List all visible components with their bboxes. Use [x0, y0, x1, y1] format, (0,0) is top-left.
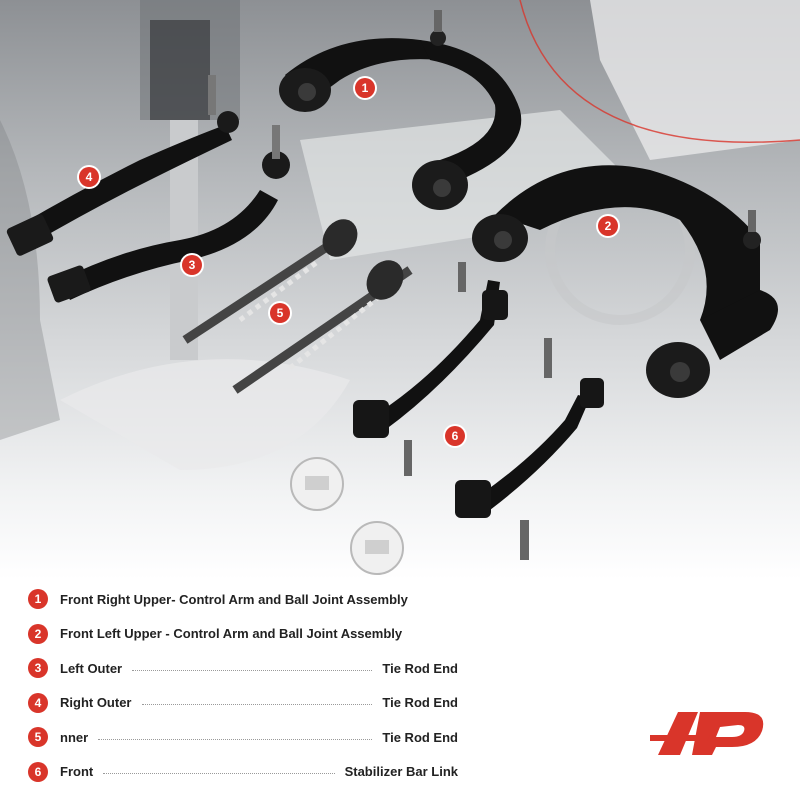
legend-label: nner	[60, 729, 89, 745]
product-photo: 1 2 3 4 5 6	[0, 0, 800, 580]
callout-3: 3	[182, 255, 202, 275]
legend-value: Tie Rod End	[382, 660, 458, 676]
tie-rod-end-3	[47, 125, 290, 303]
legend-label: Right Outer	[60, 695, 132, 711]
brand-logo-icon	[650, 712, 764, 755]
legend-row-2: 2 Front Left Upper - Control Arm and Bal…	[28, 617, 458, 652]
legend-number: 3	[28, 658, 48, 679]
upper-control-arm-2	[472, 165, 778, 398]
stabilizer-links-6	[353, 262, 604, 560]
washers	[290, 457, 404, 575]
legend-row-1: 1 Front Right Upper- Control Arm and Bal…	[28, 582, 458, 617]
parts-legend: 1 Front Right Upper- Control Arm and Bal…	[28, 582, 458, 789]
callout-1: 1	[355, 78, 375, 98]
callout-5: 5	[270, 303, 290, 323]
legend-number: 2	[28, 623, 48, 644]
legend-value: Tie Rod End	[382, 729, 458, 745]
legend-number: 5	[28, 727, 48, 748]
dotted-leader	[103, 773, 335, 775]
legend-number: 6	[28, 761, 48, 782]
dotted-leader	[141, 704, 373, 706]
upper-control-arm-1	[279, 10, 522, 210]
legend-label: Front	[60, 764, 94, 780]
inner-tie-rods-5	[182, 219, 413, 394]
legend-row-5: 5 nner Tie Rod End	[28, 720, 458, 755]
legend-number: 1	[28, 589, 48, 610]
legend-row-3: 3 Left Outer Tie Rod End	[28, 651, 458, 686]
tie-rod-end-4	[6, 75, 239, 256]
legend-number: 4	[28, 692, 48, 713]
legend-row-6: 6 Front Stabilizer Bar Link	[28, 755, 458, 790]
legend-text: Front Right Upper- Control Arm and Ball …	[60, 591, 408, 607]
legend-row-4: 4 Right Outer Tie Rod End	[28, 686, 458, 721]
legend-label: Left Outer	[60, 660, 123, 676]
callout-2: 2	[598, 216, 618, 236]
dotted-leader	[98, 738, 373, 740]
legend-value: Stabilizer Bar Link	[344, 764, 458, 780]
dotted-leader	[132, 669, 373, 671]
legend-text: Front Left Upper - Control Arm and Ball …	[60, 626, 403, 642]
callout-6: 6	[445, 426, 465, 446]
callout-4: 4	[79, 167, 99, 187]
legend-value: Tie Rod End	[382, 695, 458, 711]
suspension-parts-illustration	[0, 0, 800, 575]
